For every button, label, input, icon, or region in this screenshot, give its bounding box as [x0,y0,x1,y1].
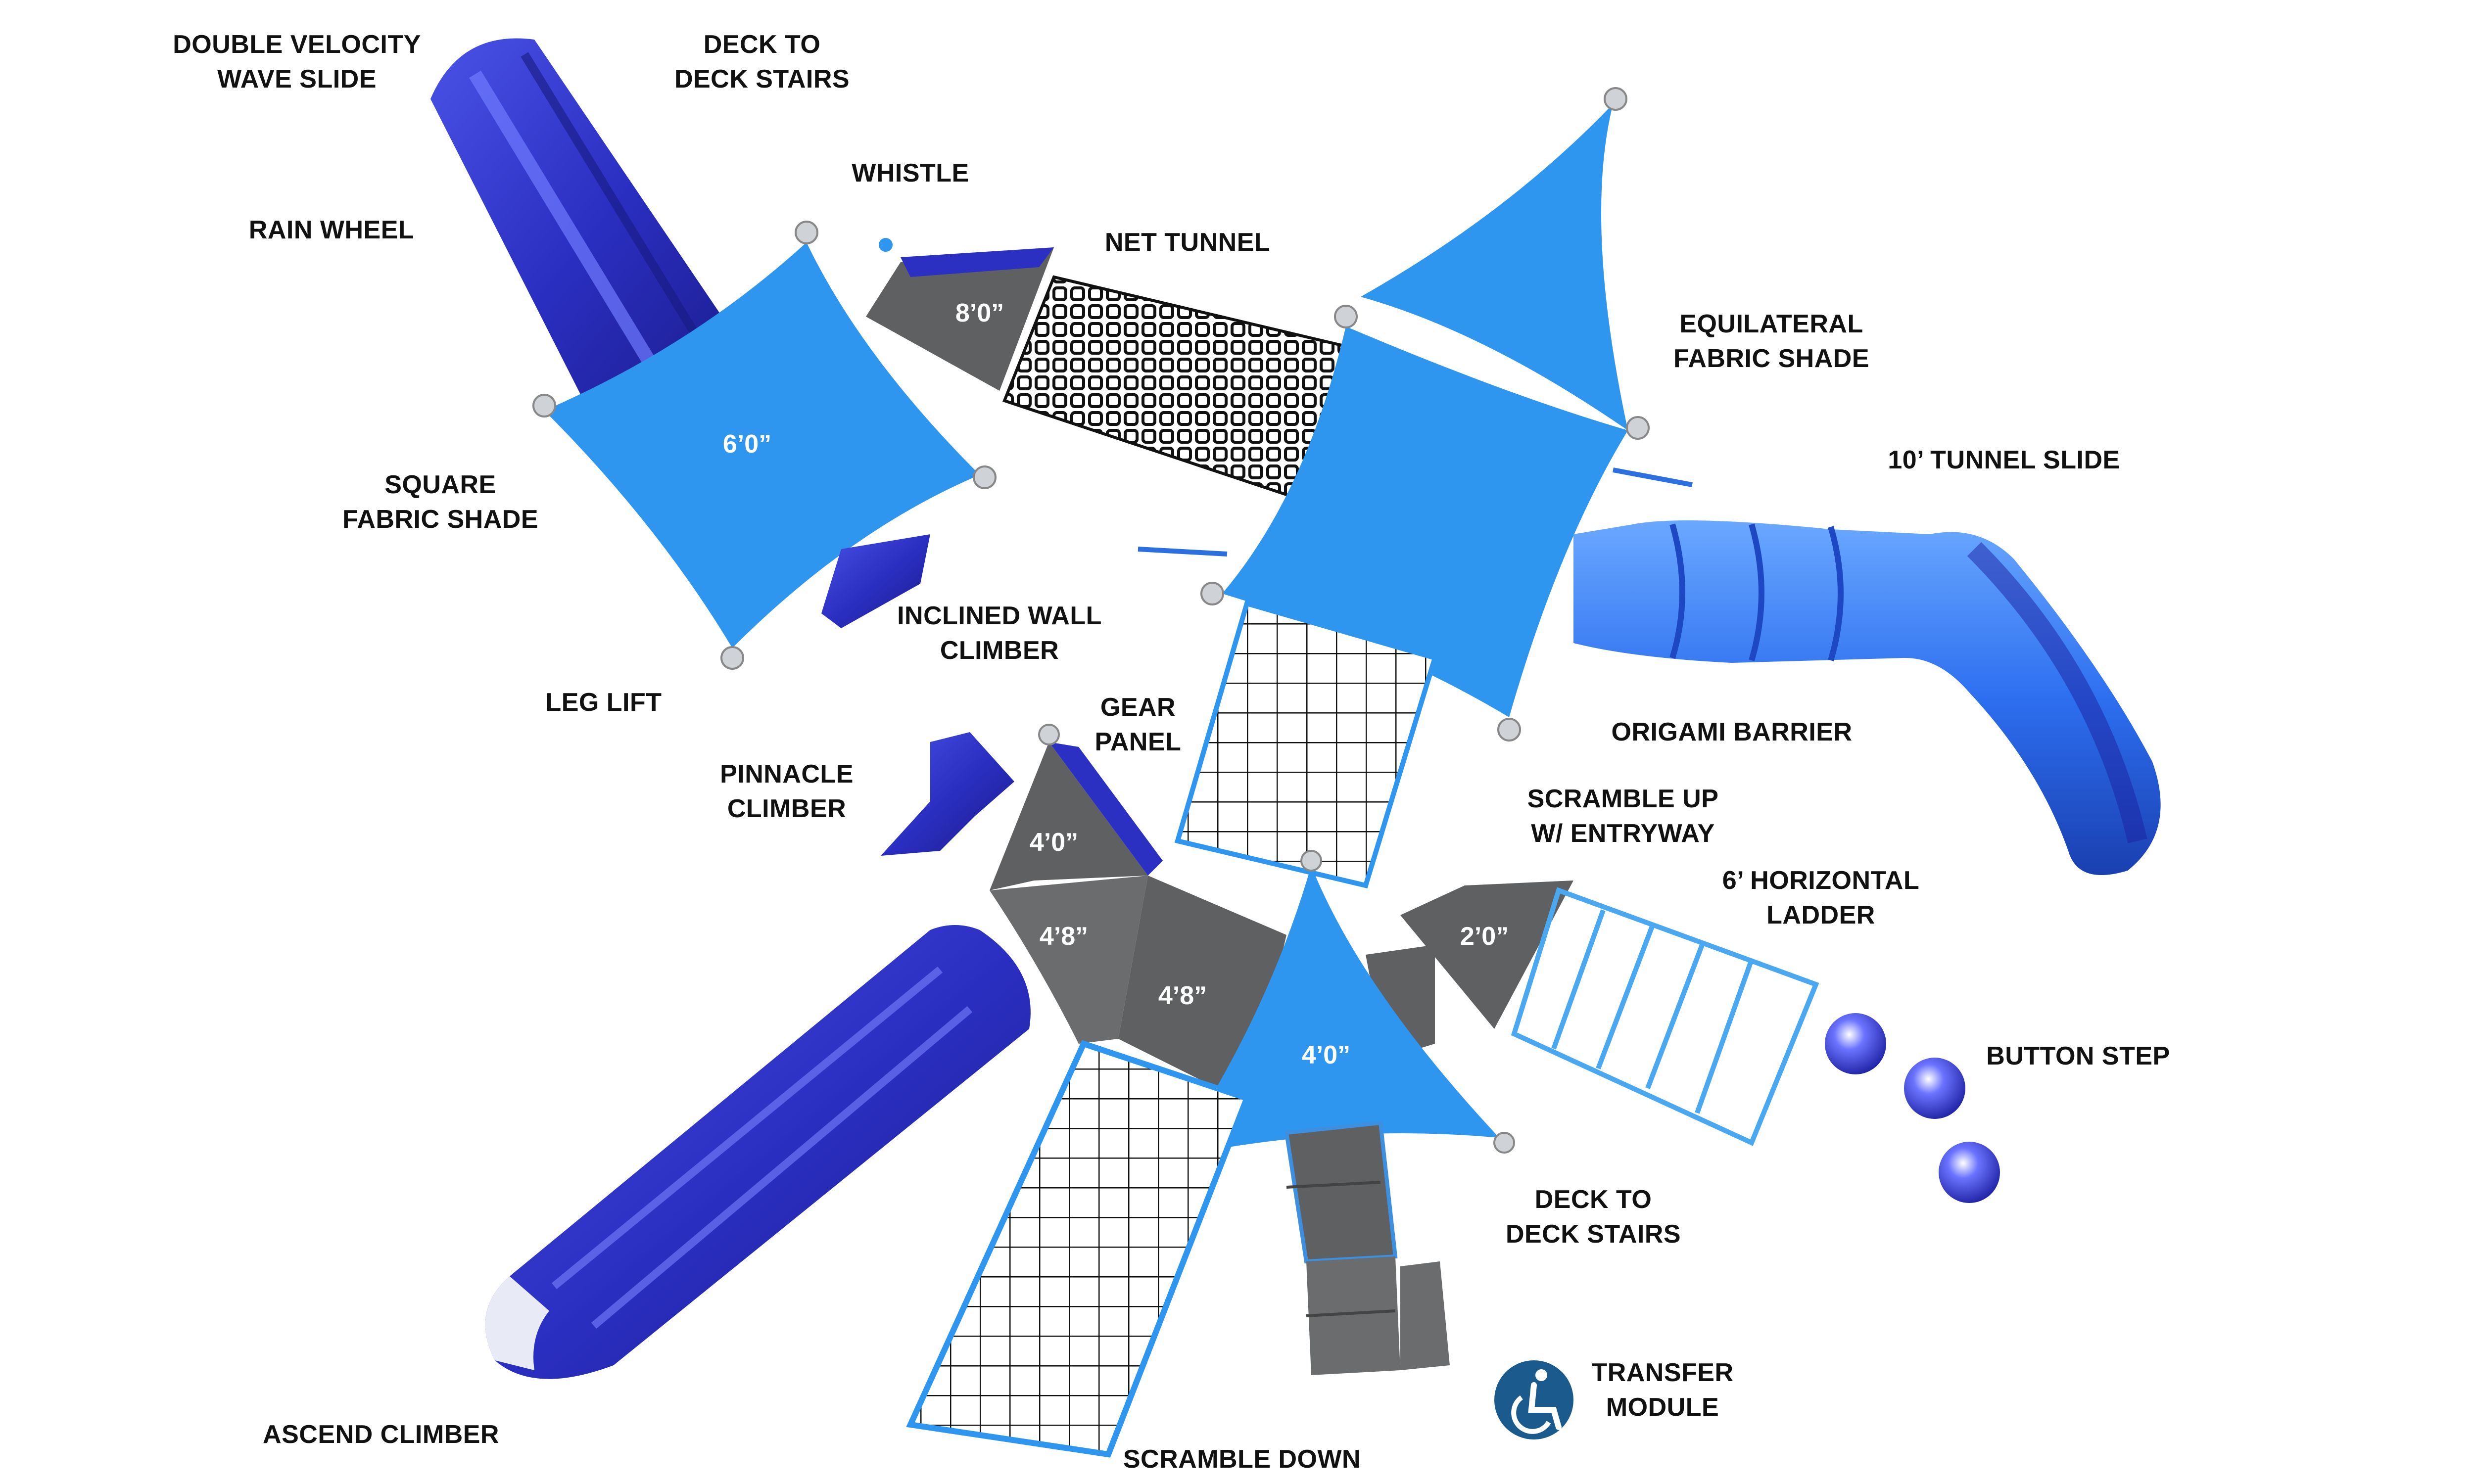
label-ascend-climber: ASCEND CLIMBER [263,1420,499,1449]
pinnacle-climber-part [881,732,1014,856]
label-scramble-down: SCRAMBLE DOWN [1123,1445,1361,1474]
label-tunnel-slide: 10’ TUNNEL SLIDE [1888,446,2120,474]
label-button-step: BUTTON STEP [1986,1042,2170,1070]
label-transfer-module: TRANSFER MODULE [1591,1358,1734,1422]
gear-deck: 4’0” [990,724,1163,890]
ascend-climber [485,925,1031,1379]
label-pinnacle-climber: PINNACLE CLIMBER [720,760,854,823]
label-scramble-up: SCRAMBLE UP W/ ENTRYWAY [1527,785,1719,848]
label-origami-barrier: ORIGAMI BARRIER [1611,718,1853,746]
label-equilateral-fabric-shade: EQUILATERAL FABRIC SHADE [1673,310,1870,373]
equilateral-fabric-shade [1361,87,1628,430]
central-tower-shade [1138,305,1693,742]
label-deck-to-deck-stairs-bottom: DECK TO DECK STAIRS [1505,1185,1681,1249]
deck-height-gear-deck: 4’0” [1030,828,1078,857]
deck-height-square-shade: 6’0” [723,430,771,459]
horizontal-ladder-part [1511,887,1819,1146]
label-horizontal-ladder: 6’ HORIZONTAL LADDER [1722,866,1920,929]
triangle-fabric-shade: 4’0” [1157,850,1515,1173]
label-rain-wheel: RAIN WHEEL [248,216,415,244]
label-double-velocity-wave-slide: DOUBLE VELOCITY WAVE SLIDE [173,30,421,93]
whistle-deck: 8’0” [866,238,1054,391]
square-fabric-shade: 6’0” [532,221,997,670]
double-velocity-wave-slide [430,38,742,420]
label-deck-to-deck-stairs-top: DECK TO DECK STAIRS [674,30,850,93]
net-tunnel [1002,275,1348,502]
label-square-fabric-shade: SQUARE FABRIC SHADE [342,470,539,534]
deck-height-whistle-deck: 8’0” [955,299,1004,327]
transfer-stairs [1284,1120,1450,1375]
deck-height-center-deck: 4’8” [1158,981,1207,1010]
label-leg-lift: LEG LIFT [545,688,662,717]
deck-height-scramble-deck: 2’0” [1460,922,1509,951]
scramble-down-net [906,1040,1251,1458]
label-whistle: WHISTLE [852,159,969,187]
label-inclined-wall-climber: INCLINED WALL CLIMBER [897,602,1102,665]
inclined-wall-climber-part [821,534,930,628]
deck-height-triangle-shade: 4’0” [1302,1041,1350,1069]
label-gear-panel: GEAR PANEL [1094,693,1182,756]
deck-height-left-deck: 4’8” [1040,922,1088,951]
wheelchair-accessibility-icon [1494,1360,1573,1439]
tunnel-slide [1573,520,2161,875]
button-steps [1825,1013,2000,1203]
scramble-net-upper [1174,600,1438,888]
label-net-tunnel: NET TUNNEL [1104,228,1271,257]
